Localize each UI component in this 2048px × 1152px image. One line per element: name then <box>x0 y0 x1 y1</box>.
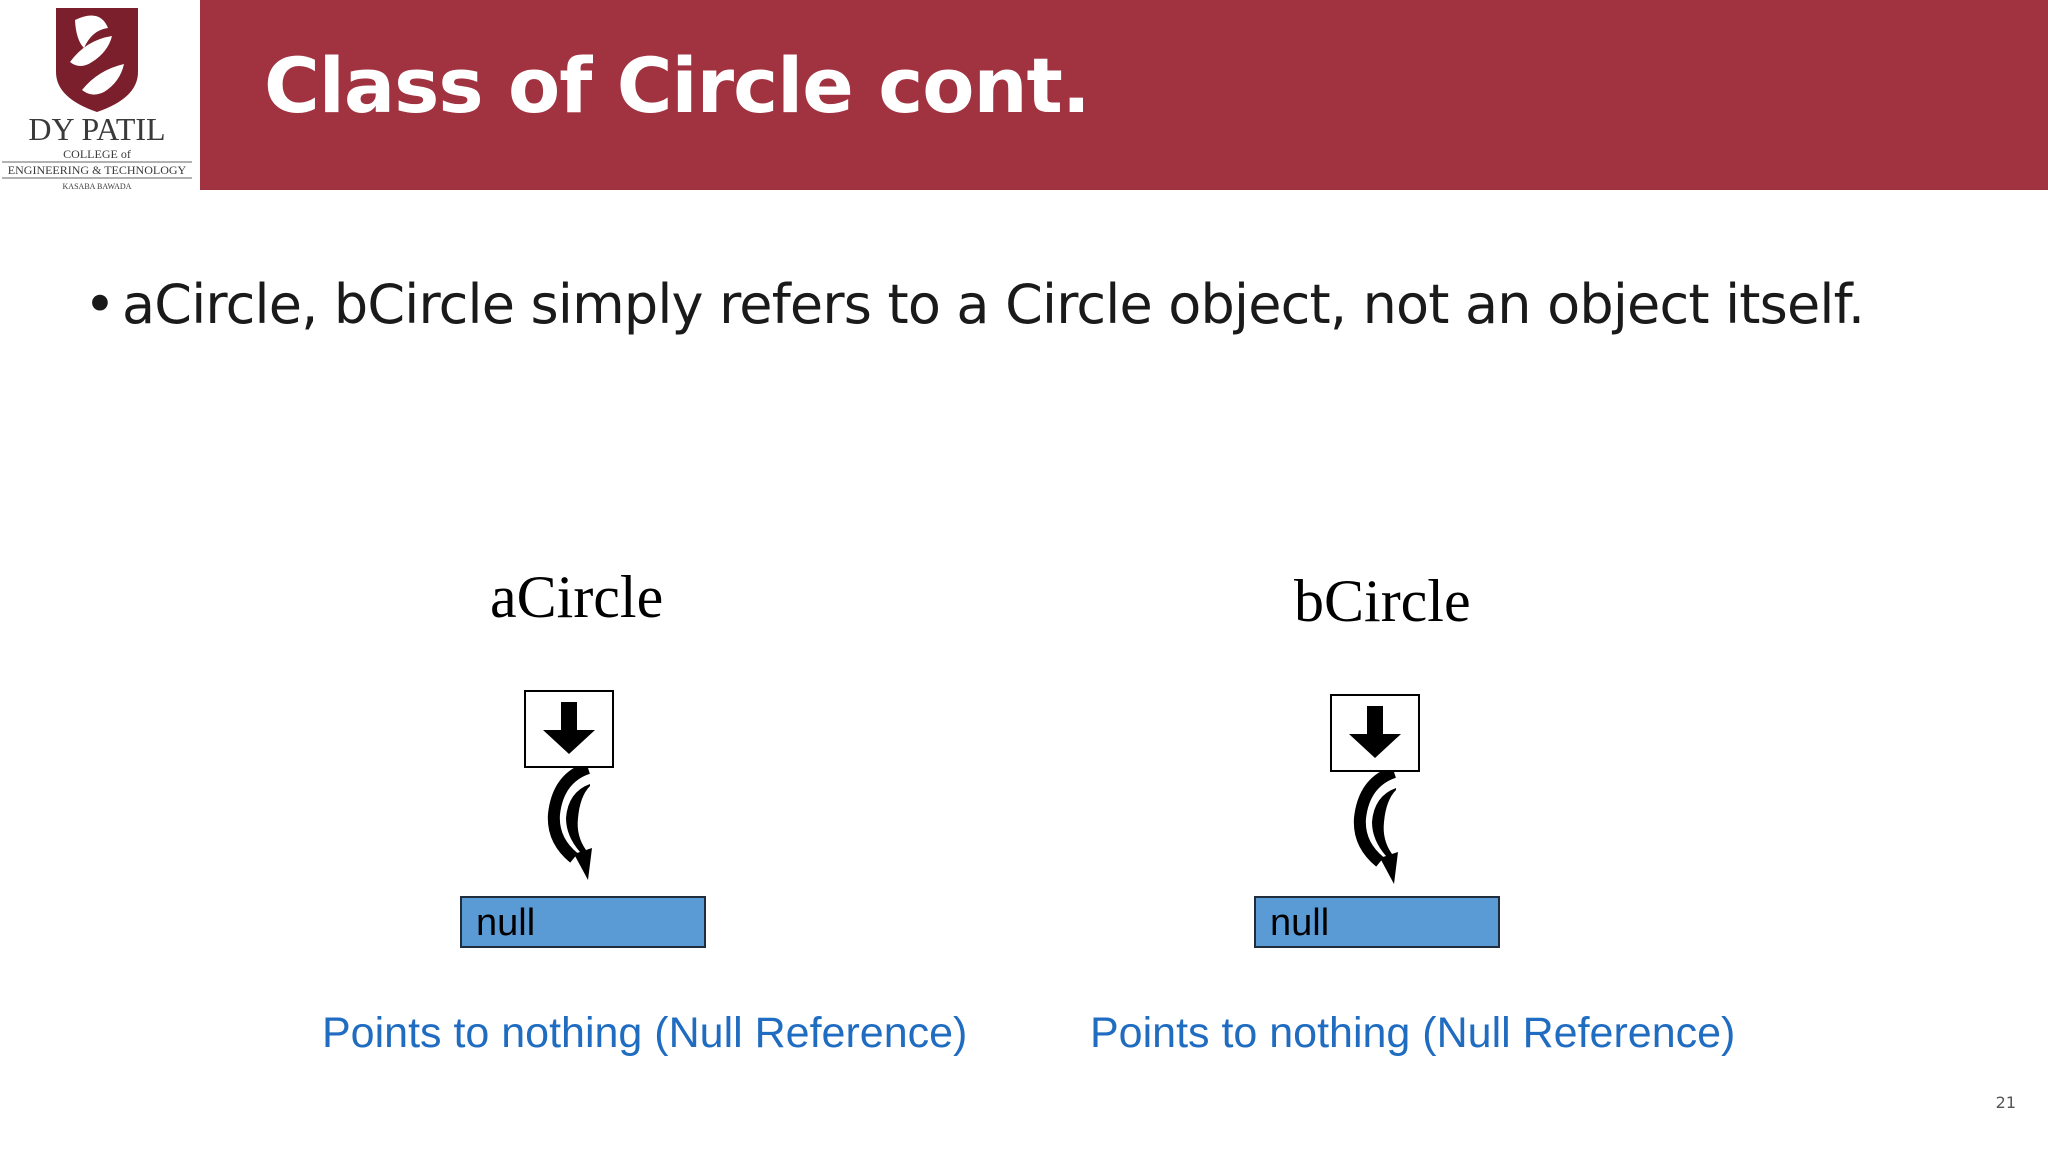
curved-arrow-icon <box>1353 770 1398 884</box>
null-value-box: null <box>1254 896 1500 948</box>
variable-label-bcircle: bCircle <box>1294 568 1471 634</box>
logo-line2: COLLEGE of <box>63 147 131 161</box>
reference-box <box>1330 694 1420 772</box>
college-logo: DY PATIL COLLEGE of ENGINEERING & TECHNO… <box>0 0 200 192</box>
down-arrow-icon <box>1349 706 1401 758</box>
logo-line3: ENGINEERING & TECHNOLOGY <box>8 163 187 177</box>
page-number: 21 <box>1995 1093 2016 1112</box>
down-arrow-icon <box>543 702 595 754</box>
null-reference-caption: Points to nothing (Null Reference) <box>322 1009 968 1057</box>
shield-logo-icon: DY PATIL COLLEGE of ENGINEERING & TECHNO… <box>2 8 192 191</box>
null-reference-caption: Points to nothing (Null Reference) <box>1090 1009 1736 1057</box>
logo-name: DY PATIL <box>28 111 165 147</box>
logo-line4: KASABA BAWADA <box>63 182 132 191</box>
variable-label-acircle: aCircle <box>490 564 664 630</box>
reference-box <box>524 690 614 768</box>
title-bar: Class of Circle cont. <box>200 0 2048 190</box>
bullet-text: aCircle, bCircle simply refers to a Circ… <box>122 273 1865 336</box>
bullet-point: •aCircle, bCircle simply refers to a Cir… <box>84 270 1865 340</box>
null-value-box: null <box>460 896 706 948</box>
slide-title: Class of Circle cont. <box>264 41 1091 130</box>
bullet-dot-icon: • <box>84 273 116 336</box>
null-value-text: null <box>476 902 536 944</box>
null-value-text: null <box>1270 902 1330 944</box>
curved-arrow-icon <box>547 766 592 880</box>
